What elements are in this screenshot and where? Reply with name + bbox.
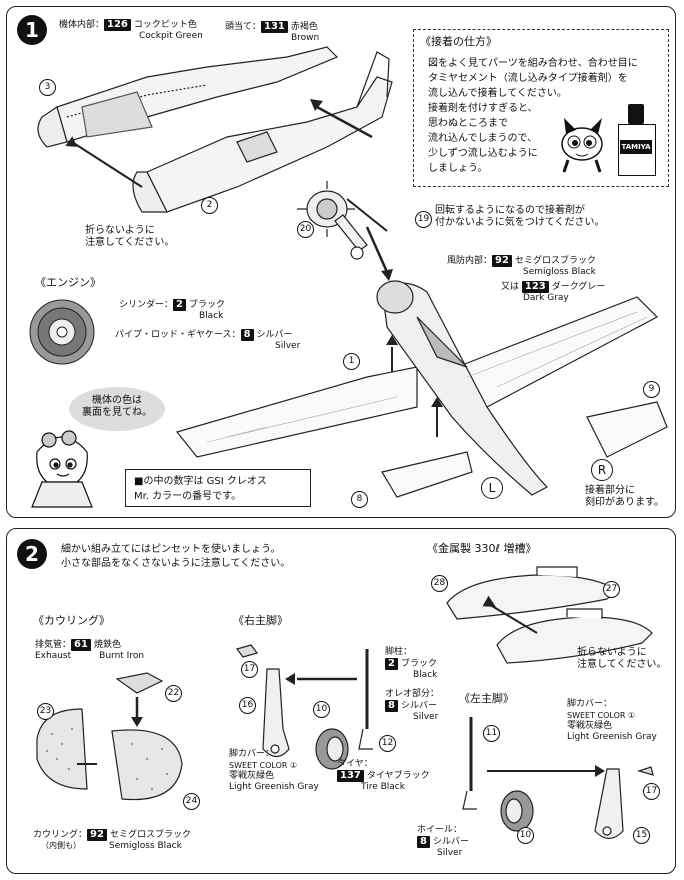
part-19-marker: 19 [415,211,432,228]
cement-bottle-icon: TAMIYA [616,104,656,176]
bottle-label: TAMIYA [620,140,652,154]
color-code-badge: 137 [337,770,364,782]
part-17-marker: 17 [241,661,258,678]
body-color-bubble: 機体の色は 裏面を見てね。 [69,387,165,431]
rotate-caution: 回転するようになるので接着剤が 付かないように気をつけてください。 [435,205,605,228]
part-9-marker: 9 [643,381,660,398]
color-code-badge: 92 [492,255,512,267]
right-mark-marker: R [591,459,613,481]
right-gear-title: 《右主脚》 [233,614,288,627]
propeller-hub-drawing [297,181,388,260]
part-11-marker: 11 [483,725,500,742]
right-cover-color-label: 脚カバー： SWEET COLOR ① 零戦灰緑色 Light Greenish… [229,749,319,792]
drop-tank-title: 《金属製 330ℓ 増槽》 [427,542,537,555]
right-gear-drawing [235,644,373,770]
left-gear-title: 《左主脚》 [459,692,514,705]
part-8-marker: 8 [351,491,368,508]
color-code-badge: 2 [385,658,398,670]
color-code-badge: 126 [104,19,131,31]
part-23-marker: 23 [37,703,54,720]
no-fold-note: 折らないように 注意してください。 [85,225,175,248]
tank-no-fold-note: 折らないように 注意してください。 [577,647,667,670]
left-mark-marker: L [481,477,503,499]
color-code-badge: 92 [87,829,107,841]
gsi-color-note: ■の中の数字は GSI クレオス Mr. カラーの番号です。 [125,469,311,507]
part-24-marker: 24 [183,793,200,810]
color-code-badge: 8 [240,329,254,341]
part-16-marker: 16 [239,697,256,714]
gluing-title: 《接着の仕方》 [420,35,497,48]
part-20-marker: 20 [297,221,314,238]
color-code-badge: 123 [521,281,549,293]
part-2-marker: 2 [201,197,218,214]
gluing-text: 図をよく見てパーツを組み合わせ、合わせ目に タミヤセメント（流し込みタイプ接着剤… [428,58,638,174]
gluing-instructions-box: 《接着の仕方》 図をよく見てパーツを組み合わせ、合わせ目に タミヤセメント（流し… [413,29,669,187]
step-number-1: 1 [17,15,47,45]
cat-mascot-icon [561,118,603,173]
engine-cylinder-drawing [29,299,95,365]
part-27-marker: 27 [603,581,620,598]
part-17b-marker: 17 [643,783,660,800]
color-code-badge: 61 [71,639,91,651]
drop-tank-drawing [446,566,653,664]
color-code-badge: 2 [173,299,186,311]
tweezers-note: 細かい組み立てにはピンセットを使いましょう。 小さな部品をなくさないように注意し… [61,544,291,569]
left-cover-color-label: 脚カバー： SWEET COLOR ① 零戦灰緑色 Light Greenish… [567,699,657,742]
cowling-drawing [36,672,183,801]
mascot-pilot-icon [31,430,93,508]
color-code-badge: 131 [261,21,288,33]
part-3-marker: 3 [39,79,56,96]
step-number-2: 2 [17,539,47,569]
aircraft-assembly-drawing [175,226,668,498]
step2-panel: 2 細かい組み立てにはピンセットを使いましょう。 小さな部品をなくさないように注… [6,528,676,874]
cowling-title: 《カウリング》 [33,614,110,627]
part-22-marker: 22 [165,685,182,702]
part-10-marker: 10 [313,701,330,718]
part-1-marker: 1 [343,353,360,370]
engine-title: 《エンジン》 [35,276,101,289]
color-code-badge: 8 [417,836,430,848]
part-10b-marker: 10 [517,827,534,844]
fuselage-assembly-drawing [37,46,393,213]
part-28-marker: 28 [431,575,448,592]
part-12-marker: 12 [379,735,396,752]
engraved-note: 接着部分に 刻印があります。 [585,485,664,508]
part-15-marker: 15 [633,827,650,844]
color-code-badge: 8 [385,700,398,712]
